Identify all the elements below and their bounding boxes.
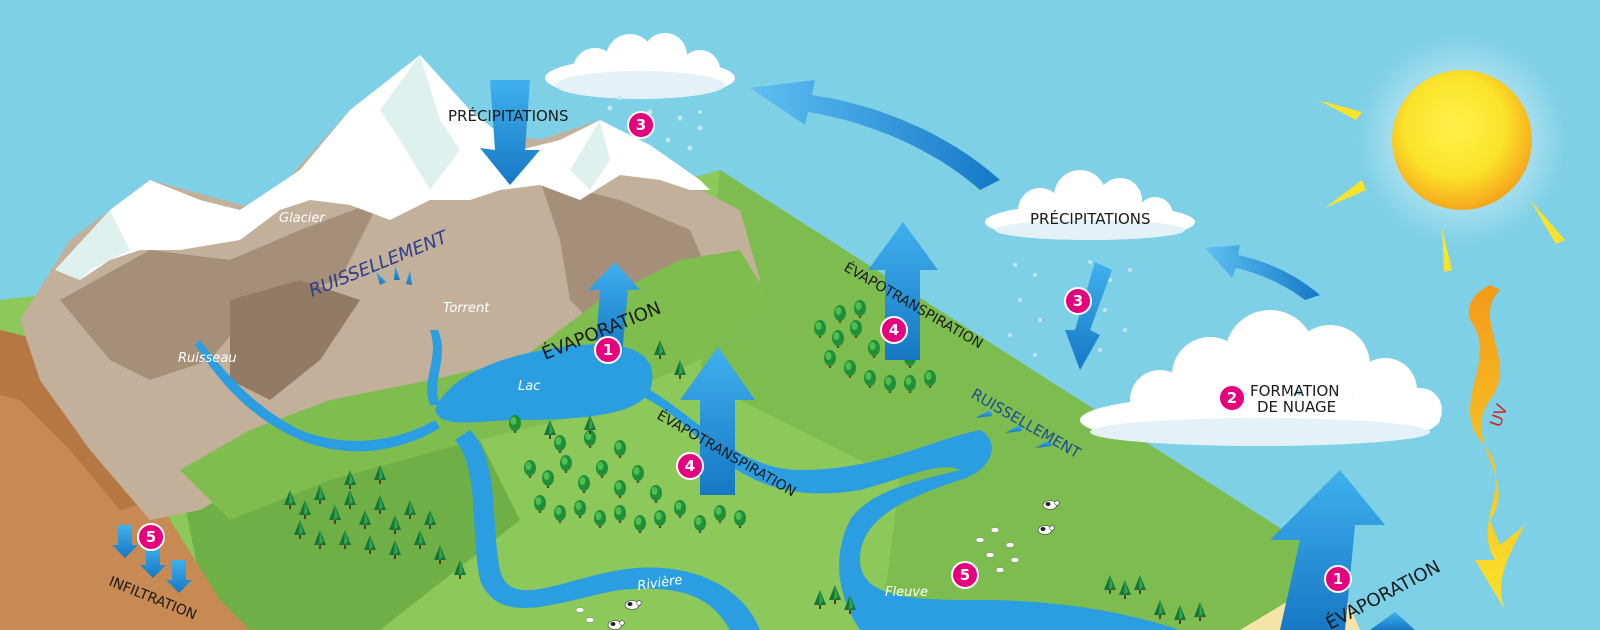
place-riviere: Rivière <box>636 573 683 594</box>
sheep <box>575 527 1020 623</box>
infiltration-arrow-3 <box>166 560 192 593</box>
place-lac: Lac <box>518 379 540 394</box>
marker-3-right: 3 <box>1064 287 1092 315</box>
evaporation-arrow-lake <box>588 262 640 355</box>
runoff-dash-6 <box>406 270 412 285</box>
label-de-nuage: DE NUAGE <box>1257 398 1336 416</box>
svg-text:4: 4 <box>889 321 899 339</box>
process-arrows <box>112 80 1415 630</box>
place-fleuve: Fleuve <box>885 585 928 600</box>
svg-text:3: 3 <box>636 116 646 134</box>
marker-1-sea: 1 <box>1324 565 1352 593</box>
runoff-dash-5 <box>394 265 400 280</box>
svg-text:2: 2 <box>1227 389 1237 407</box>
marker-1-lake: 1 <box>594 336 622 364</box>
torrent-stream <box>427 330 442 405</box>
evaporation-arrow-sea <box>1270 470 1385 630</box>
cloud-large <box>1080 310 1442 446</box>
svg-text:1: 1 <box>1333 570 1343 588</box>
svg-text:4: 4 <box>685 457 695 475</box>
cloud-icon <box>545 33 1442 446</box>
sun-icon <box>1318 35 1567 272</box>
label-precipitations-top: PRÉCIPITATIONS <box>448 106 569 125</box>
raindrop-icon <box>607 96 1132 357</box>
ruisseau-stream <box>195 340 440 452</box>
label-precipitations-right: PRÉCIPITATIONS <box>1030 209 1151 228</box>
marker-4-forest: 4 <box>676 452 704 480</box>
marker-2: 2 <box>1218 384 1246 412</box>
runoff-dash-2 <box>1005 425 1022 433</box>
place-ruisseau: Ruisseau <box>178 351 237 366</box>
infiltration-arrow-1 <box>112 525 138 558</box>
infiltration-arrow-2 <box>140 545 166 578</box>
place-torrent: Torrent <box>443 301 490 316</box>
snow-caps <box>55 55 710 280</box>
svg-text:5: 5 <box>960 566 970 584</box>
cloud-transport-arrow-right <box>1205 245 1320 300</box>
sea-arrow-edge <box>1370 612 1415 630</box>
place-labels: Glacier Torrent Ruisseau Lac Rivière Fle… <box>178 211 928 600</box>
place-glacier: Glacier <box>279 211 326 226</box>
label-formation: FORMATION <box>1250 382 1340 400</box>
svg-text:5: 5 <box>146 528 156 546</box>
cloud-transport-arrow-top <box>750 80 1000 190</box>
svg-text:1: 1 <box>603 341 613 359</box>
marker-5-river: 5 <box>951 561 979 589</box>
runoff-dash-4 <box>376 272 386 285</box>
uv-arrow <box>1468 285 1525 610</box>
runoff-dash-3 <box>1035 440 1052 448</box>
precipitation-arrow-top <box>480 80 540 185</box>
marker-3-top: 3 <box>627 111 655 139</box>
cloud-top <box>545 33 735 99</box>
waterways <box>195 330 1180 630</box>
marker-4-hill: 4 <box>880 316 908 344</box>
cloud-mid <box>985 170 1195 240</box>
step-markers: 3 3 1 4 4 2 5 5 1 <box>137 111 1352 593</box>
precipitation-arrow-right <box>1065 262 1112 370</box>
svg-text:3: 3 <box>1073 292 1083 310</box>
evapotranspiration-arrow-forest <box>680 347 755 495</box>
riviere <box>455 430 760 630</box>
lake <box>435 344 653 423</box>
marker-5-ground: 5 <box>137 523 165 551</box>
runoff-dash-1 <box>975 410 992 418</box>
